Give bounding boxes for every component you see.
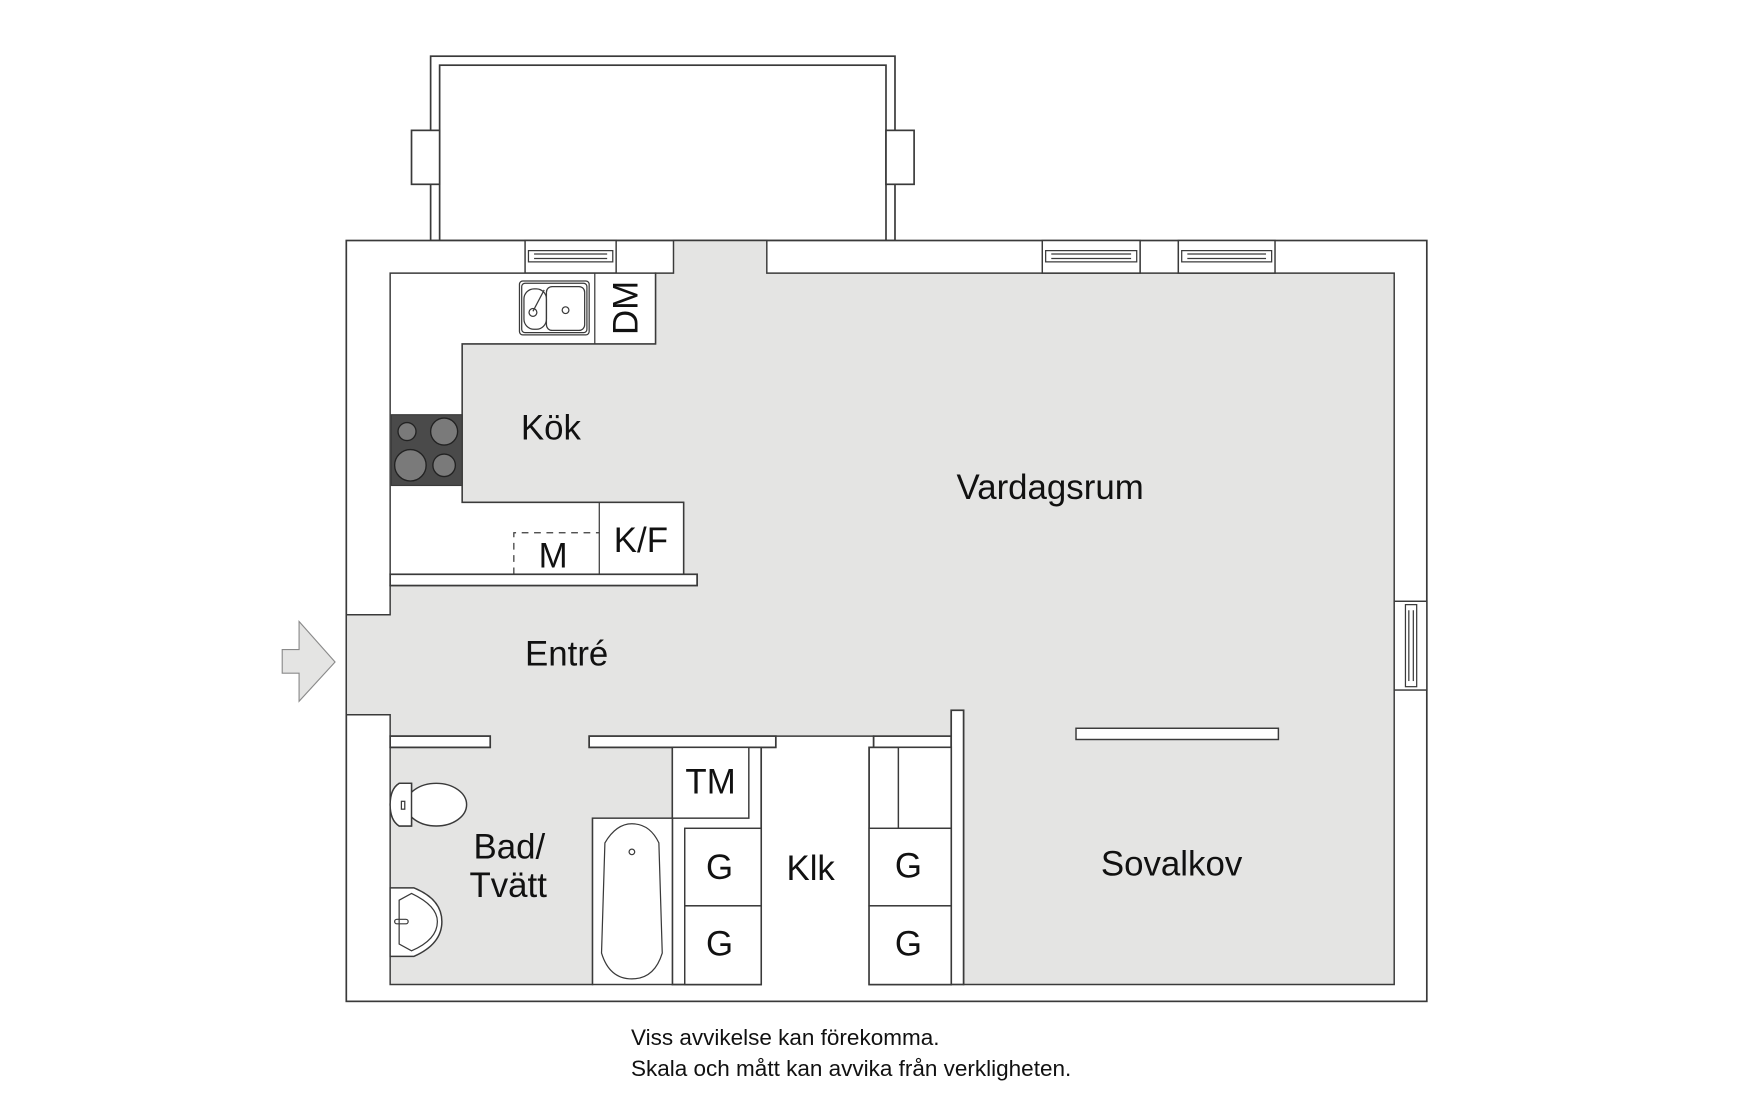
room-label-entrance: Entré — [525, 634, 608, 673]
washbasin-icon — [389, 887, 443, 958]
room-label-living-room: Vardagsrum — [957, 468, 1144, 507]
bathtub-icon — [591, 817, 674, 986]
disclaimer-line-2: Skala och mått kan avvika från verklighe… — [631, 1056, 1072, 1081]
fixture-label-wardrobe: G — [895, 847, 922, 886]
room-label-bath-1: Bad/ — [473, 828, 545, 867]
room-label-sleeping-alcove: Sovalkov — [1101, 844, 1243, 883]
window-icon — [524, 239, 617, 274]
fixture-label-wardrobe: G — [706, 848, 733, 887]
toilet-icon — [389, 782, 468, 827]
fixture-label-microwave: M — [539, 537, 568, 576]
disclaimer-line-1: Viss avvikelse kan förekomma. — [631, 1025, 940, 1050]
fixture-label-dryer: TM — [685, 762, 735, 801]
room-label-bath-2: Tvätt — [469, 866, 547, 905]
balcony — [410, 55, 915, 242]
sink-icon — [518, 280, 590, 336]
entry-arrow-icon — [281, 620, 336, 703]
disclaimer: Viss avvikelse kan förekomma. Skala och … — [631, 1022, 1071, 1084]
window-icon — [1393, 600, 1428, 691]
fixture-label-wardrobe: G — [895, 924, 922, 963]
room-label-kitchen: Kök — [521, 408, 582, 447]
fixture-label-fridge-freezer: K/F — [614, 521, 668, 560]
window-icon — [1041, 239, 1141, 274]
window-icon — [1177, 239, 1276, 274]
stove-icon — [390, 414, 463, 487]
wardrobe-rail — [1075, 727, 1280, 741]
fixture-label-wardrobe: G — [706, 924, 733, 963]
room-label-closet: Klk — [786, 849, 835, 888]
fixture-label-dishwasher: DM — [607, 281, 646, 335]
